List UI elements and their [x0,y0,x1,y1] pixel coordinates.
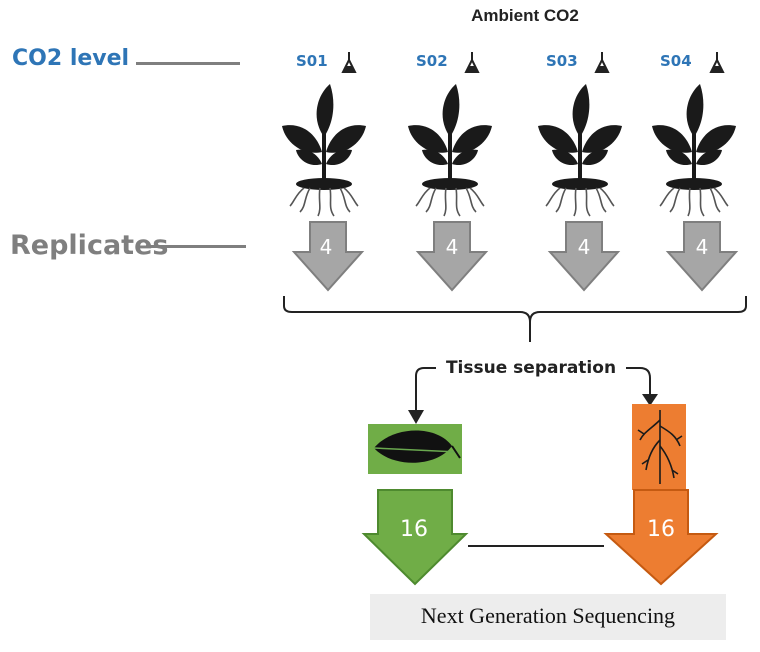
sample-label-3: S03 [546,52,578,70]
sample-label-2: S02 [416,52,448,70]
leaf-icon [373,430,461,463]
plant-icon [536,82,624,218]
replicate-count-3: 4 [578,235,591,259]
leaf-count-arrow [361,489,469,586]
leaf-connector-arrowhead [408,410,424,424]
pool-bracket [283,296,747,323]
root-count-arrow [603,489,719,586]
co2-level-label: CO2 level [12,46,130,71]
beaker-icon [465,51,479,73]
leaf-count: 16 [400,517,428,542]
beaker-icon [710,51,724,73]
co2-level-connector [136,62,240,65]
replicates-connector [146,245,246,248]
leaf-connector [415,367,436,412]
sample-label-1: S01 [296,52,328,70]
plant-icon [650,82,738,218]
sample-label-4: S04 [660,52,692,70]
ngs-step-box: Next Generation Sequencing [370,594,726,640]
beaker-icon [342,51,356,73]
replicate-count-2: 4 [446,235,459,259]
replicate-count-1: 4 [320,235,333,259]
root-count: 16 [647,517,675,542]
tissue-split-label: Tissue separation [446,358,616,378]
root-connector [626,367,651,396]
replicate-count-4: 4 [696,235,709,259]
plant-icon [406,82,494,218]
root-icon [637,410,683,484]
plant-icon [280,82,368,218]
condition-header: Ambient CO2 [471,6,579,25]
root-tissue-box [632,404,686,490]
beaker-icon [595,51,609,73]
replicates-label: Replicates [10,230,169,261]
root-connector-arrowhead [642,394,658,406]
